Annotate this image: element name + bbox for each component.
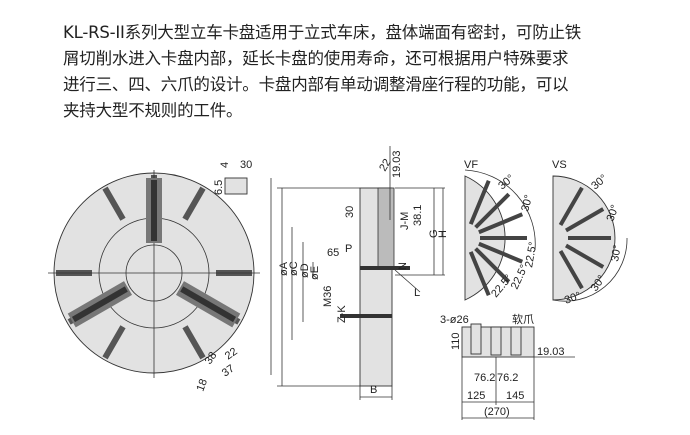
view-title: VS [552, 159, 567, 171]
angle-label: 30° [605, 203, 622, 223]
drawing-line [182, 325, 206, 360]
dim-label: 19.03 [537, 346, 565, 358]
dim-label: 22 [223, 346, 240, 363]
drawing-line [71, 286, 128, 323]
drawing-line [564, 243, 605, 269]
description-line: 进行三、四、六爪的设计。卡盘内部有单动调整滑座行程的功能，可以 [63, 75, 569, 94]
angle-label: 30° [589, 172, 609, 192]
drawing-line [182, 186, 206, 221]
dim-label: (270) [484, 406, 510, 418]
drawing-line [558, 186, 584, 227]
drawing-line [102, 325, 126, 360]
dim-label: N [397, 262, 409, 270]
angle-label: 22.5° [509, 263, 531, 291]
dim-label: B [370, 384, 377, 396]
drawing-line [478, 241, 524, 264]
dim-label: 18 [195, 377, 210, 393]
chuck-front-view: 30 4 6.5 38 22 37 18 [48, 159, 272, 393]
description-line: 屑切削水进入卡盘内部，延长卡盘的使用寿命，还可根据用户特殊要求 [63, 49, 569, 68]
drawing-line [102, 186, 126, 221]
dim-label: øD [299, 263, 311, 278]
dim-label: øA [278, 261, 290, 276]
angle-label: 30° [519, 194, 535, 213]
drawing-line [564, 207, 605, 233]
angle-label: 30° [496, 172, 516, 192]
soft-jaw-view: 3-ø26 软爪 110 19.03 76.2 76.2 125 145 (27… [440, 312, 575, 420]
dim-label: øE [309, 266, 321, 280]
dim-label: 4 [219, 162, 231, 168]
drawing-line [180, 286, 237, 323]
drawing-line [474, 247, 511, 284]
product-description: KL-RS-II系列大型立车卡盘适用于立式车床，盘体端面有密封，可防止铁 屑切削… [63, 20, 663, 124]
dim-label: 19.03 [391, 150, 403, 178]
dim-label: 30 [240, 159, 252, 171]
dim-label: 38 [203, 350, 220, 367]
drawing-line [474, 192, 511, 229]
dim-label: 125 [467, 390, 485, 402]
dim-label: 65 [327, 247, 339, 259]
dim-label: L [414, 287, 420, 299]
dim-label: 30 [344, 206, 356, 218]
chuck-section-view: 22 19.03 30 38.1 J-M G H N L P 65 øA øC … [277, 146, 449, 400]
dim-label: M36 [322, 286, 334, 307]
dim-label: G [428, 229, 440, 238]
angle-label: 30° [609, 244, 624, 262]
dim-label: øC [288, 261, 300, 276]
drawing-line [478, 212, 524, 235]
description-line: 夹持大型不规则的工件。 [63, 101, 243, 120]
dim-label: Z-K [336, 305, 348, 323]
angle-label: 22.5° [523, 241, 539, 269]
drawing-line [558, 249, 584, 290]
view-title: VF [464, 159, 478, 171]
dim-label: 76.2 [497, 372, 518, 384]
vs-view: VS 30° 30° 30° 30° 30° [552, 159, 628, 307]
dim-label: 110 [450, 332, 462, 350]
vf-view: VF 30° 30° 22.5° 22.5° 22.5° [464, 159, 539, 301]
angle-label: 30° [563, 290, 583, 307]
dim-label: P [345, 243, 352, 255]
dim-label: 37 [220, 363, 237, 380]
dim-label: 145 [506, 390, 524, 402]
dim-label: 3-ø26 [440, 314, 469, 326]
drawing-line [468, 179, 491, 225]
dim-label: 76.2 [474, 372, 495, 384]
description-line: KL-RS-II系列大型立车卡盘适用于立式车床，盘体端面有密封，可防止铁 [63, 23, 582, 42]
soft-jaw-title: 软爪 [512, 312, 534, 326]
dim-label: 6.5 [213, 180, 225, 195]
drawing-line [468, 251, 491, 297]
dim-label: 22 [377, 157, 394, 174]
dim-label: J-M [399, 212, 411, 230]
dim-label: H [437, 230, 449, 238]
dim-label: 38.1 [412, 205, 424, 226]
